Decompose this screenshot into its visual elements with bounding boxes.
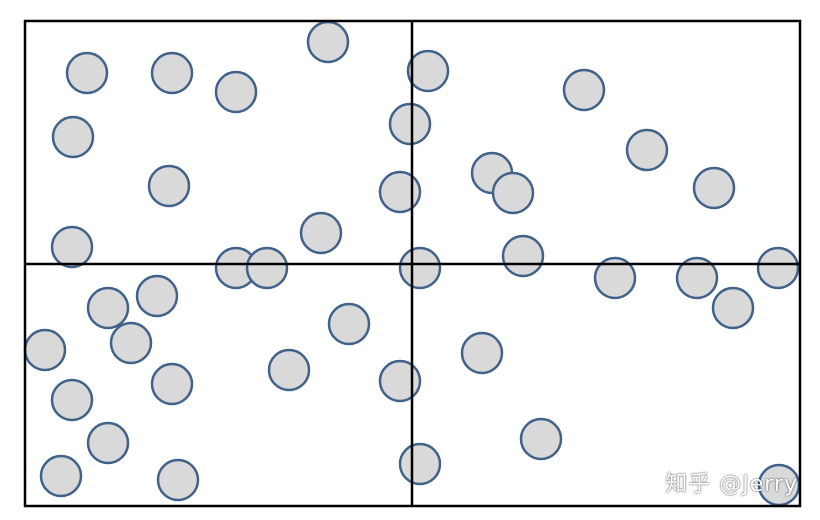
particle-circle — [109, 321, 153, 365]
particle-circle — [299, 211, 343, 255]
particle-circle — [756, 246, 800, 290]
particle-circle — [388, 102, 432, 146]
particle-circle — [214, 70, 258, 114]
particle-circle — [625, 128, 669, 172]
particle-circle — [406, 49, 450, 93]
particle-circle — [50, 225, 94, 269]
particle-circle — [460, 331, 504, 375]
particle-circle — [398, 246, 442, 290]
particle-circle — [711, 286, 755, 330]
particle-circle — [65, 51, 109, 95]
particle-circle — [23, 328, 67, 372]
particle-circle — [267, 348, 311, 392]
particle-circle — [150, 362, 194, 406]
particle-circle — [675, 256, 719, 300]
particle-circle — [491, 171, 535, 215]
particle-circle — [86, 286, 130, 330]
particle-circle — [156, 458, 200, 502]
particle-circle — [147, 164, 191, 208]
particle-circle — [245, 246, 289, 290]
particle-circle — [378, 170, 422, 214]
watermark-text: 知乎 @Jerry — [665, 472, 798, 497]
particle-circle — [562, 68, 606, 112]
particle-circle — [306, 20, 350, 64]
particle-circle — [150, 51, 194, 95]
particle-circle — [135, 274, 179, 318]
particle-circle — [398, 442, 442, 486]
particle-circle — [51, 115, 95, 159]
particle-circle — [378, 359, 422, 403]
particle-circle — [519, 417, 563, 461]
particle-circle — [50, 378, 94, 422]
particle-circle — [593, 256, 637, 300]
particle-circle — [86, 421, 130, 465]
particle-circle — [327, 302, 371, 346]
particle-circle — [692, 166, 736, 210]
particle-circle — [39, 454, 83, 498]
frame-group — [23, 19, 802, 508]
particle-circle — [501, 234, 545, 278]
